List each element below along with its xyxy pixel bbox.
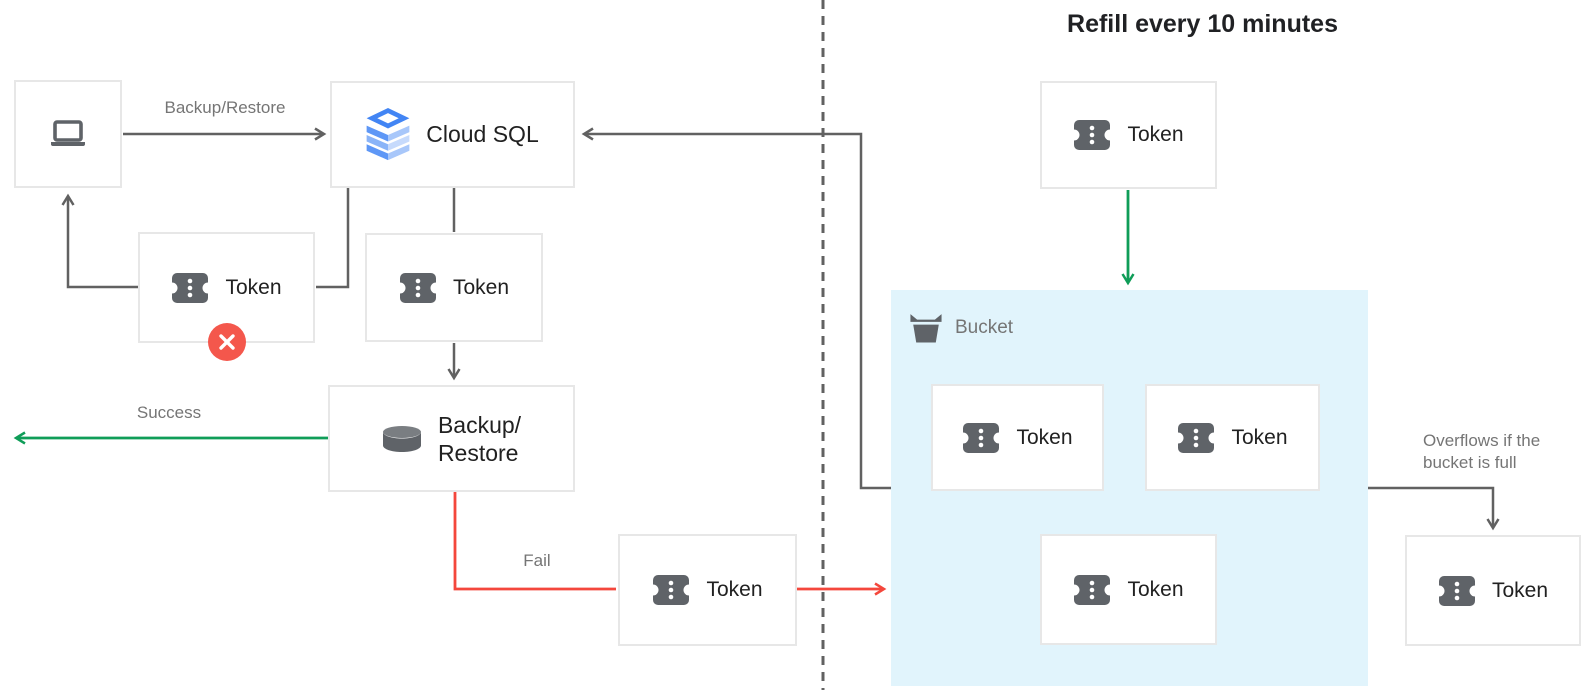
- success-label: Success: [136, 403, 202, 422]
- ticket-token-icon: [1073, 120, 1112, 150]
- fail-label: Fail: [523, 551, 551, 570]
- bucket-header: Bucket: [909, 313, 1013, 343]
- laptop-icon: [51, 120, 85, 146]
- ticket-token-icon: [171, 272, 210, 303]
- cloud-sql-node: Cloud SQL: [330, 81, 575, 188]
- bucket-token-node: Token: [1040, 534, 1217, 645]
- edge-bucket-to-cloudsql: [584, 134, 891, 490]
- token-label: Token: [1127, 577, 1184, 601]
- ticket-token-icon: [652, 575, 691, 605]
- token-overflow-node: Token: [1405, 535, 1581, 646]
- ticket-token-icon: [1073, 574, 1112, 605]
- backup-restore-edge-label: Backup/Restore: [164, 98, 286, 117]
- overflow-note: Overflows if the bucket is full: [1423, 431, 1541, 472]
- database-cylinder-icon: [382, 425, 421, 452]
- ticket-token-icon: [1177, 422, 1216, 453]
- edge-token-rejected-to-client: [68, 196, 139, 289]
- token-issued-node: Token: [365, 233, 543, 342]
- backup-restore-node: Backup/ Restore: [328, 385, 575, 492]
- edge-fail-to-token: [453, 492, 616, 591]
- token-label: Token: [1491, 578, 1549, 602]
- backup-restore-label: Backup/ Restore: [437, 411, 522, 466]
- bucket-icon: [910, 314, 942, 343]
- bucket-token-node: Token: [931, 384, 1104, 491]
- bucket-token-node: Token: [1145, 384, 1320, 491]
- token-label: Token: [1016, 425, 1073, 449]
- edge-bucket-overflow: [1368, 486, 1493, 528]
- token-label: Token: [452, 275, 510, 299]
- refill-title: Refill every 10 minutes: [1067, 10, 1338, 38]
- token-label: Token: [706, 578, 763, 601]
- ticket-token-icon: [1437, 575, 1476, 606]
- ticket-token-icon: [398, 272, 437, 303]
- token-label: Token: [1231, 425, 1288, 449]
- edge-cloudsql-to-token-rejected: [316, 188, 350, 289]
- ticket-token-icon: [962, 422, 1001, 453]
- token-label: Token: [225, 275, 282, 299]
- token-fail-node: Token: [618, 534, 797, 646]
- red-x-circle-icon: [208, 323, 246, 361]
- token-label: Token: [1127, 123, 1184, 146]
- client-node: [14, 80, 122, 188]
- token-refill-node: Token: [1040, 81, 1217, 189]
- bucket-label: Bucket: [955, 317, 1014, 338]
- cloud-sql-layers-icon: [366, 108, 410, 161]
- cloud-sql-label: Cloud SQL: [426, 121, 539, 147]
